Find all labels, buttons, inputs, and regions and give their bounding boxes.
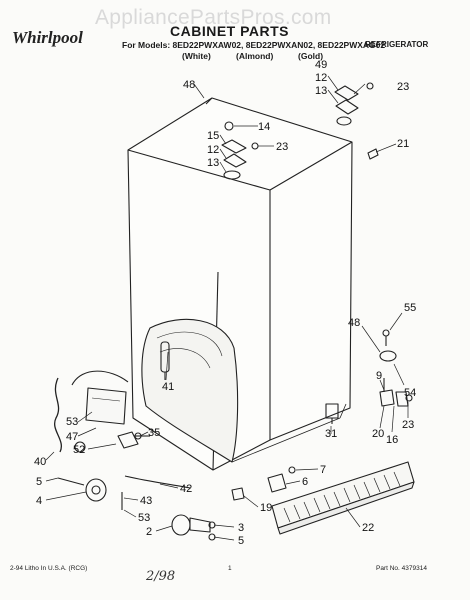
cabinet-shell (127, 97, 353, 471)
screw-21 (367, 148, 379, 160)
callout-22: 22 (362, 522, 374, 534)
caster-31 (325, 403, 339, 424)
callout-15: 15 (207, 130, 219, 142)
callout-48-top: 48 (183, 79, 195, 91)
part-number: Part No. 4379314 (376, 565, 427, 572)
color-almond-label: (Almond) (236, 51, 274, 61)
callout-23-lower: 23 (402, 419, 414, 431)
callout-41: 41 (162, 381, 174, 393)
color-white-label: (White) (182, 51, 211, 61)
callout-labels: 48 49 12 13 23 14 15 12 23 13 21 41 55 4… (34, 59, 416, 547)
callout-53-lower: 53 (138, 512, 150, 524)
callout-3: 3 (238, 522, 244, 534)
callout-4: 4 (36, 495, 42, 507)
category-label: REFRIGERATOR (365, 40, 429, 49)
callout-9: 9 (376, 370, 382, 382)
callout-12-center: 12 (207, 144, 219, 156)
page-title: CABINET PARTS (170, 23, 290, 39)
wire-harness (160, 341, 170, 380)
callout-5-upper: 5 (36, 476, 42, 488)
callout-19: 19 (260, 502, 272, 514)
top-hinge-center (221, 121, 259, 180)
callout-2: 2 (146, 526, 152, 538)
callout-23-top: 23 (397, 81, 409, 93)
callout-5-lower: 5 (238, 535, 244, 547)
top-hinge-right (334, 82, 374, 126)
callout-49: 49 (315, 59, 327, 71)
leader-lines (45, 75, 409, 541)
bottom-brackets (231, 466, 296, 501)
callout-52: 52 (73, 444, 85, 456)
callout-48-side: 48 (348, 317, 360, 329)
callout-42: 42 (180, 483, 192, 495)
models-line: For Models: 8ED22PWXAW02, 8ED22PWXAN02, … (122, 40, 386, 50)
callout-6: 6 (302, 476, 308, 488)
callout-53-left: 53 (66, 416, 78, 428)
callout-43: 43 (140, 495, 152, 507)
callout-12-right: 12 (315, 72, 327, 84)
callout-55: 55 (404, 302, 416, 314)
callout-14: 14 (258, 121, 270, 133)
callout-40: 40 (34, 456, 46, 468)
callout-23-center: 23 (276, 141, 288, 153)
callout-7: 7 (320, 464, 326, 476)
callout-13-center: 13 (207, 157, 219, 169)
callout-31: 31 (325, 428, 337, 440)
callout-20: 20 (372, 428, 384, 440)
callout-16: 16 (386, 434, 398, 446)
page-number: 1 (228, 565, 232, 572)
callout-47: 47 (66, 431, 78, 443)
color-gold-label: (Gold) (298, 51, 324, 61)
callout-54: 54 (404, 387, 416, 399)
watermark: AppliancePartsPros.com (95, 6, 332, 29)
print-info: 2-94 Litho In U.S.A. (RCG) (10, 565, 88, 572)
callout-35: 35 (148, 427, 160, 439)
callout-21: 21 (397, 138, 409, 150)
left-side-hardware (54, 370, 150, 453)
handwritten-note: 2/98 (146, 569, 176, 584)
brand-logo: Whirlpool (12, 28, 83, 47)
callout-13-right: 13 (315, 85, 327, 97)
